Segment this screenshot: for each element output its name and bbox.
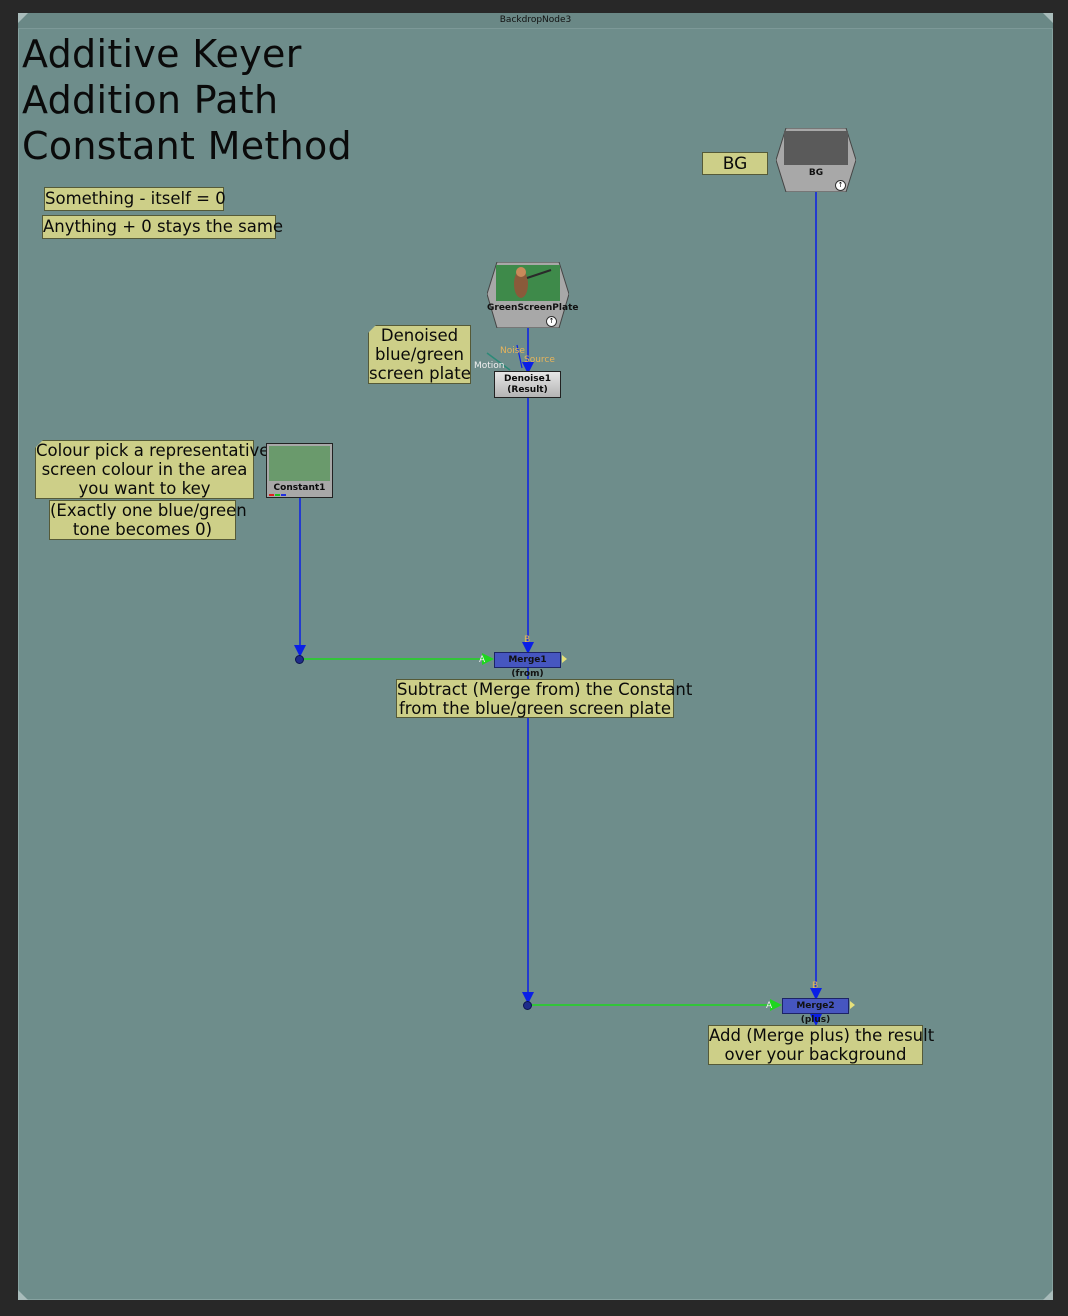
merge1-node[interactable]: Merge1 (from): [494, 652, 561, 679]
pipe-noise-input: [516, 344, 523, 369]
note-subtract-line-1: Subtract (Merge from) the Constant: [397, 680, 693, 699]
backdrop-corner-handles: [18, 13, 1053, 1300]
constant-node-green-indicator: [275, 494, 280, 496]
denoise-motion-input-label: Motion: [474, 361, 505, 371]
note-rule-add-text: Anything + 0 stays the same: [43, 217, 284, 236]
note-colour-pick-line-3: you want to key: [78, 479, 211, 498]
pipe-motion-input: [486, 352, 511, 371]
dot-node-2[interactable]: [523, 1001, 532, 1010]
note-bg[interactable]: BG: [702, 152, 768, 175]
note-subtract-line-2: from the blue/green screen plate: [399, 699, 671, 718]
denoise-node[interactable]: Denoise1 (Result): [494, 371, 561, 398]
read-node-greenscreenplate-postage-icon: ↑: [546, 316, 557, 327]
note-rule-subtract-text: Something - itself = 0: [45, 189, 226, 208]
read-node-bg[interactable]: BG ↑: [775, 127, 857, 193]
merge2-node[interactable]: Merge2 (plus): [782, 998, 849, 1025]
title-line-3: Constant Method: [22, 124, 352, 168]
merge1-a-input-label: A: [479, 655, 486, 665]
note-denoised-line-2: blue/green: [375, 345, 464, 364]
read-node-greenscreenplate[interactable]: GreenScreenPlate ↑: [486, 261, 579, 329]
read-node-bg-label: BG: [808, 168, 824, 178]
read-node-greenscreenplate-shape: [486, 261, 570, 329]
merge2-b-input-label: B: [812, 981, 819, 991]
dot-node-1[interactable]: [295, 655, 304, 664]
note-colour-pick[interactable]: Colour pick a representative screen colo…: [35, 440, 270, 499]
note-exactly-one[interactable]: (Exactly one blue/green tone becomes 0): [49, 500, 247, 540]
constant-node-swatch: [269, 446, 330, 481]
merge1-mask-input-icon: [562, 655, 567, 663]
merge1-node-label: Merge1 (from): [508, 655, 547, 679]
backdrop-label[interactable]: BackdropNode3: [18, 13, 1053, 29]
note-colour-pick-line-1: Colour pick a representative: [36, 441, 270, 460]
constant-node-red-indicator: [269, 494, 274, 496]
note-bg-text: BG: [722, 154, 748, 174]
merge1-b-input-label: B: [524, 635, 531, 645]
note-colour-pick-line-2: screen colour in the area: [41, 460, 248, 479]
note-subtract[interactable]: Subtract (Merge from) the Constant from …: [396, 679, 693, 718]
merge2-mask-input-icon: [850, 1001, 855, 1009]
read-node-greenscreenplate-label: GreenScreenPlate: [487, 303, 579, 313]
denoise-node-sublabel: (Result): [507, 385, 548, 395]
constant-node[interactable]: Constant1: [266, 443, 333, 498]
note-denoised-line-3: screen plate: [369, 364, 471, 383]
note-add[interactable]: Add (Merge plus) the result over your ba…: [708, 1025, 935, 1065]
title-line-2: Addition Path: [22, 78, 279, 122]
denoise-node-label: Denoise1: [504, 374, 551, 384]
note-add-line-1: Add (Merge plus) the result: [709, 1026, 935, 1045]
merge2-a-input-label: A: [766, 1001, 773, 1011]
denoise-source-input-label: Source: [524, 355, 555, 365]
read-node-bg-shape: [775, 127, 857, 193]
constant-node-label: Constant1: [273, 483, 326, 493]
note-rule-add[interactable]: Anything + 0 stays the same: [42, 215, 283, 239]
title-line-1: Additive Keyer: [22, 32, 302, 76]
note-exactly-one-line-1: (Exactly one blue/green: [50, 501, 247, 520]
read-node-bg-postage-icon: ↑: [835, 180, 846, 191]
constant-node-blue-indicator: [281, 494, 286, 496]
note-denoised-line-1: Denoised: [380, 326, 459, 345]
note-rule-subtract[interactable]: Something - itself = 0: [44, 187, 226, 211]
note-denoised[interactable]: Denoised blue/green screen plate: [368, 325, 471, 384]
note-exactly-one-line-2: tone becomes 0): [72, 520, 213, 539]
denoise-noise-input-label: Noise: [500, 346, 525, 356]
merge2-node-label: Merge2 (plus): [796, 1001, 835, 1025]
note-add-line-2: over your background: [724, 1045, 907, 1064]
